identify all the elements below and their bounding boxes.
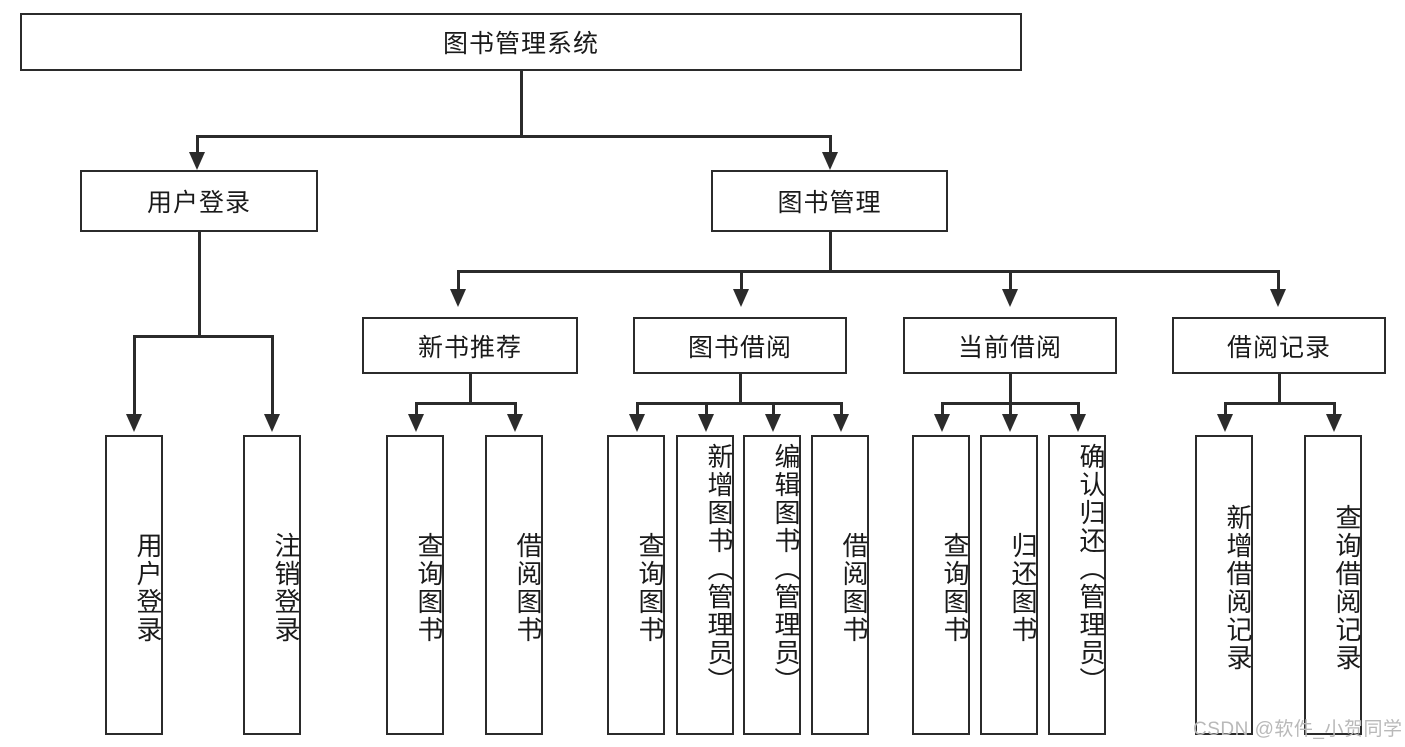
connector-user-login-child-2	[271, 335, 274, 417]
arrow-leaf-borrow-book-1	[507, 414, 523, 432]
connector-to-book-borrow	[740, 270, 743, 292]
arrow-to-book-borrow	[733, 289, 749, 307]
connector-br-child-2	[1333, 402, 1336, 417]
arrow-leaf-return-book	[1002, 414, 1018, 432]
arrow-leaf-user-login	[126, 414, 142, 432]
leaf-add-record[interactable]: 新增借阅记录	[1195, 435, 1253, 735]
node-label: 用户登录	[146, 189, 251, 217]
node-book-management[interactable]: 图书管理	[711, 170, 948, 232]
node-label: 新增图书（管理员）	[704, 443, 734, 695]
connector-cb-child-3	[1077, 402, 1080, 417]
connector-bb-child-4	[840, 402, 843, 417]
connector-book-borrow-stem	[739, 374, 742, 402]
connector-bb-child-2	[705, 402, 708, 417]
connector-to-book-management	[829, 135, 832, 157]
connector-cb-child-1	[941, 402, 944, 417]
leaf-query-record[interactable]: 查询借阅记录	[1304, 435, 1362, 735]
arrow-to-current-borrow	[1002, 289, 1018, 307]
node-label: 查询图书	[414, 532, 444, 644]
arrow-leaf-confirm-return	[1070, 414, 1086, 432]
connector-user-login-bar	[133, 335, 271, 338]
arrow-leaf-borrow-book-2	[833, 414, 849, 432]
arrow-leaf-add-book	[698, 414, 714, 432]
node-label: 借阅图书	[839, 532, 869, 644]
connector-to-new-book-recommend	[457, 270, 460, 292]
node-borrow-record[interactable]: 借阅记录	[1172, 317, 1386, 374]
connector-bb-child-3	[772, 402, 775, 417]
connector-current-borrow-stem	[1009, 374, 1012, 402]
leaf-query-book-3[interactable]: 查询图书	[912, 435, 970, 735]
leaf-query-book-2[interactable]: 查询图书	[607, 435, 665, 735]
connector-borrow-record-bar	[1224, 402, 1335, 405]
node-label: 图书借阅	[687, 333, 792, 362]
leaf-add-book[interactable]: 新增图书（管理员）	[676, 435, 734, 735]
node-label: 新书推荐	[417, 333, 522, 362]
arrow-leaf-query-book-2	[629, 414, 645, 432]
leaf-query-book-1[interactable]: 查询图书	[386, 435, 444, 735]
arrow-to-user-login	[189, 152, 205, 170]
connector-borrow-record-stem	[1278, 374, 1281, 402]
leaf-borrow-book-1[interactable]: 借阅图书	[485, 435, 543, 735]
node-label: 图书管理	[777, 189, 882, 217]
connector-new-book-recommend-bar	[415, 402, 516, 405]
node-label: 查询图书	[635, 532, 665, 644]
connector-book-management-stem	[829, 232, 832, 270]
node-label: 当前借阅	[957, 333, 1062, 362]
node-label: 查询借阅记录	[1332, 504, 1362, 672]
arrow-leaf-query-book-1	[408, 414, 424, 432]
watermark-text: CSDN @软件_小贺同学	[1193, 719, 1403, 740]
connector-user-login-stem	[198, 232, 201, 335]
arrow-leaf-add-record	[1217, 414, 1233, 432]
node-label: 注销登录	[271, 532, 301, 644]
arrow-to-new-book-recommend	[450, 289, 466, 307]
arrow-to-borrow-record	[1270, 289, 1286, 307]
connector-to-borrow-record	[1277, 270, 1280, 292]
arrow-leaf-query-book-3	[934, 414, 950, 432]
node-label: 借阅记录	[1226, 333, 1331, 362]
connector-cb-child-2	[1009, 402, 1012, 417]
node-label: 新增借阅记录	[1223, 504, 1253, 672]
connector-root-bar	[196, 135, 832, 138]
connector-nbr-child-2	[514, 402, 517, 417]
connector-book-management-bar	[457, 270, 1279, 273]
connector-br-child-1	[1224, 402, 1227, 417]
connector-user-login-child-1	[133, 335, 136, 417]
leaf-borrow-book-2[interactable]: 借阅图书	[811, 435, 869, 735]
node-new-book-recommend[interactable]: 新书推荐	[362, 317, 578, 374]
connector-new-book-recommend-stem	[469, 374, 472, 402]
leaf-logout-login[interactable]: 注销登录	[243, 435, 301, 735]
node-label: 编辑图书（管理员）	[771, 443, 801, 695]
node-label: 归还图书	[1008, 532, 1038, 644]
connector-book-borrow-bar	[636, 402, 842, 405]
node-user-login[interactable]: 用户登录	[80, 170, 318, 232]
node-book-management-system[interactable]: 图书管理系统	[20, 13, 1022, 71]
arrow-leaf-logout-login	[264, 414, 280, 432]
connector-to-user-login	[196, 135, 199, 157]
connector-nbr-child-1	[415, 402, 418, 417]
node-book-borrow[interactable]: 图书借阅	[633, 317, 847, 374]
leaf-user-login[interactable]: 用户登录	[105, 435, 163, 735]
node-label: 查询图书	[940, 532, 970, 644]
node-label: 用户登录	[133, 532, 163, 644]
leaf-return-book[interactable]: 归还图书	[980, 435, 1038, 735]
node-label: 图书管理系统	[442, 30, 599, 58]
node-current-borrow[interactable]: 当前借阅	[903, 317, 1117, 374]
connector-root-stem	[520, 71, 523, 135]
leaf-confirm-return[interactable]: 确认归还（管理员）	[1048, 435, 1106, 735]
arrow-to-book-management	[822, 152, 838, 170]
node-label: 确认归还（管理员）	[1076, 443, 1106, 695]
leaf-edit-book[interactable]: 编辑图书（管理员）	[743, 435, 801, 735]
arrow-leaf-query-record	[1326, 414, 1342, 432]
connector-bb-child-1	[636, 402, 639, 417]
arrow-leaf-edit-book	[765, 414, 781, 432]
node-label: 借阅图书	[513, 532, 543, 644]
connector-to-current-borrow	[1009, 270, 1012, 292]
